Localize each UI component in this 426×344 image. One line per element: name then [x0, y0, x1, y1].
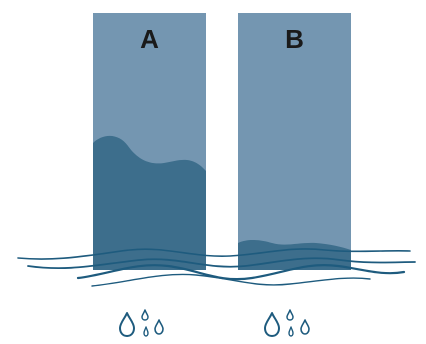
column-b-label: B	[285, 24, 304, 54]
drops-under-column-a	[120, 310, 163, 336]
small-drop-1	[287, 310, 293, 320]
water-line-1	[18, 249, 410, 259]
water-line-2	[28, 258, 415, 268]
large-drop	[120, 313, 134, 336]
water-line-4	[92, 274, 370, 286]
column-a-label: A	[140, 24, 159, 54]
small-drop-3	[144, 327, 148, 336]
large-drop	[265, 313, 279, 336]
small-drop-2	[155, 320, 163, 334]
water-surface-lines	[18, 249, 415, 286]
water-drops-icon	[120, 310, 309, 336]
drops-under-column-b	[265, 310, 309, 336]
small-drop-3	[289, 327, 293, 336]
column-a: A	[93, 13, 206, 270]
small-drop-1	[142, 310, 148, 320]
column-b: B	[238, 13, 351, 270]
small-drop-2	[301, 320, 309, 334]
